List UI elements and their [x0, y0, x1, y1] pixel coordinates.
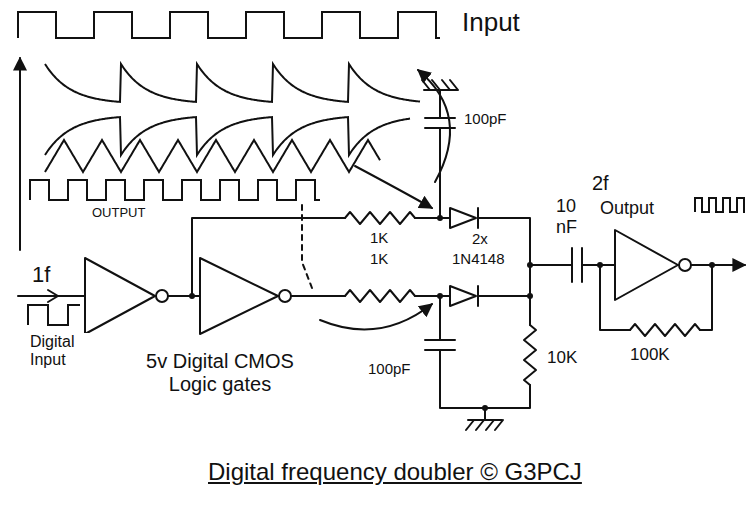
wire	[415, 217, 450, 219]
axis-arrow	[19, 58, 21, 250]
junction-dot	[527, 293, 533, 299]
junction-dot	[437, 293, 443, 299]
input-wire	[18, 295, 85, 297]
circuit-label: Output	[598, 198, 656, 219]
resistor-symbol	[345, 290, 415, 302]
capacitor-symbol	[425, 340, 455, 350]
wire	[478, 295, 530, 297]
wire	[168, 295, 200, 297]
resistor-symbol	[345, 212, 415, 224]
ground-symbol	[466, 408, 503, 430]
input-waveform	[28, 305, 80, 325]
leader-arrow	[320, 304, 432, 329]
waveforms	[18, 12, 745, 325]
leader-line	[302, 205, 312, 288]
wire	[440, 350, 530, 408]
circuit-label: 2f	[590, 172, 611, 195]
circuit-label: 10K	[545, 348, 579, 368]
triangle-waveform	[45, 140, 380, 172]
leader-arrow	[355, 166, 432, 208]
junction-dot	[189, 293, 195, 299]
junction-dot	[482, 405, 488, 411]
inverter-bubble	[679, 259, 691, 271]
inverter-bubble	[279, 290, 291, 302]
wire	[291, 295, 345, 297]
junction-dot	[527, 262, 533, 268]
caption-text: Digital frequency doubler © G3PCJ	[205, 458, 585, 486]
capacitor-symbol	[572, 248, 582, 282]
junction-dot	[709, 262, 715, 268]
circuit-label: Input	[460, 8, 522, 38]
circuit-label: OUTPUT	[90, 206, 147, 221]
wire	[192, 218, 345, 296]
circuit-label: 10 nF	[554, 196, 592, 237]
inverter-symbol	[200, 258, 278, 334]
leader-arrow	[418, 70, 450, 182]
circuit-label: 1f	[30, 262, 52, 287]
resistor-symbol	[524, 325, 536, 385]
charge-waveform	[45, 117, 410, 155]
wire	[439, 296, 441, 340]
diode-symbol	[450, 286, 476, 306]
output-waveform	[695, 198, 745, 212]
wire	[530, 264, 572, 266]
output-waveform	[30, 180, 320, 200]
circuit-label: 1K	[368, 229, 390, 246]
wire	[700, 265, 712, 330]
inverter-bubble	[156, 290, 168, 302]
circuit-label: 100pF	[366, 360, 413, 377]
wire	[415, 295, 450, 297]
diode-symbol	[450, 208, 476, 228]
output-wire	[691, 264, 745, 266]
input-arrow	[48, 290, 58, 302]
junction-dot	[437, 215, 443, 221]
circuit-label: 1K	[368, 250, 390, 267]
circuit-label: 100K	[628, 345, 672, 365]
inverter-symbol	[615, 230, 678, 300]
junction-dot	[597, 262, 603, 268]
charge-waveform	[45, 64, 420, 102]
circuit	[18, 58, 745, 430]
circuit-label: Digital Input	[28, 333, 96, 370]
wire	[600, 265, 630, 330]
ground-symbol	[422, 80, 458, 90]
inverter-symbol	[85, 258, 155, 334]
circuit-label: 5v Digital CMOS Logic gates	[118, 350, 322, 396]
circuit-label: 2x	[470, 230, 490, 247]
resistor-symbol	[630, 324, 700, 336]
circuit-label: 100pF	[462, 110, 509, 127]
input-waveform	[18, 12, 440, 38]
circuit-label: 1N4148	[450, 250, 507, 267]
